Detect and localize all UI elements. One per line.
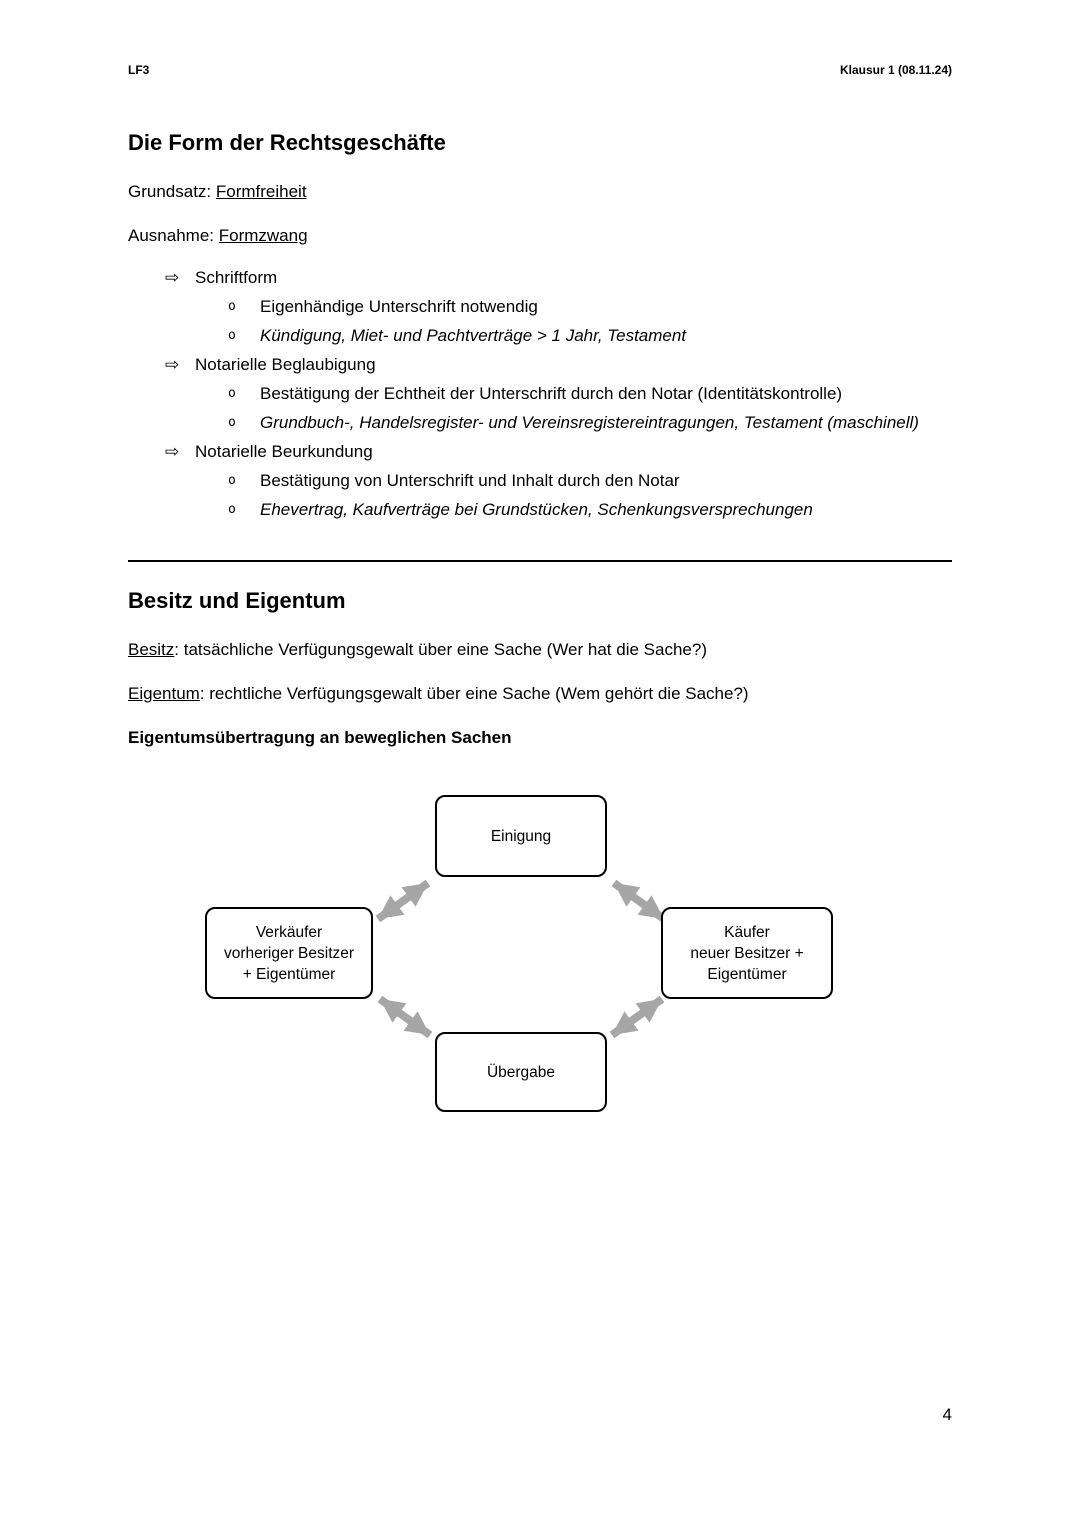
list-subitem: o Bestätigung der Echtheit der Unterschr…: [128, 379, 952, 408]
diagram-box-label: neuer Besitzer +: [690, 944, 804, 962]
diagram-box-uebergabe: Übergabe: [435, 1032, 607, 1112]
diagram-box-label: vorheriger Besitzer: [223, 944, 355, 962]
header-left-label: LF3: [128, 63, 150, 77]
list-subitem: o Grundbuch-, Handelsregister- und Verei…: [128, 408, 952, 437]
diagram-box-label: Verkäufer: [255, 923, 323, 941]
section-title-form: Die Form der Rechtsgeschäfte: [128, 130, 446, 155]
section-title-besitz: Besitz und Eigentum: [128, 588, 346, 613]
eigentum-line: Eigentum: rechtliche Verfügungsgewalt üb…: [128, 683, 952, 705]
list-subitem-text: Kündigung, Miet- und Pachtverträge > 1 J…: [260, 326, 687, 345]
diagram-box-label: + Eigentümer: [242, 965, 336, 983]
list-item-label: Notarielle Beglaubigung: [195, 355, 376, 374]
circle-bullet-icon: o: [228, 386, 236, 401]
list-item: ⇨ Schriftform: [128, 263, 952, 292]
list-subitem: o Kündigung, Miet- und Pachtverträge > 1…: [128, 321, 952, 350]
list-subitem: o Ehevertrag, Kaufverträge bei Grundstüc…: [128, 495, 952, 524]
diagram-box-label: Eigentümer: [707, 965, 787, 983]
circle-bullet-icon: o: [228, 415, 236, 430]
circle-bullet-icon: o: [228, 473, 236, 488]
arrow-bullet-icon: ⇨: [165, 442, 180, 461]
double-arrow-icon: [611, 879, 667, 923]
diagram-arrows: [375, 879, 667, 1039]
grundsatz-label: Grundsatz:: [128, 182, 216, 201]
list-subitem-text: Grundbuch-, Handelsregister- und Vereins…: [260, 413, 919, 432]
arrow-bullet-icon: ⇨: [165, 268, 180, 287]
besitz-text: : tatsächliche Verfügungsgewalt über ein…: [174, 640, 707, 659]
ausnahme-value: Formzwang: [218, 226, 308, 245]
ausnahme-line: Ausnahme: Formzwang: [128, 225, 952, 247]
list-item-label: Notarielle Beurkundung: [195, 442, 373, 461]
list-subitem: o Bestätigung von Unterschrift und Inhal…: [128, 466, 952, 495]
list-item: ⇨ Notarielle Beurkundung: [128, 437, 952, 466]
list-subitem-text: Bestätigung von Unterschrift und Inhalt …: [260, 471, 680, 490]
list-subitem-text: Eigenhändige Unterschrift notwendig: [260, 297, 538, 316]
besitz-subtitle: Eigentumsübertragung an beweglichen Sach…: [128, 728, 512, 747]
list-subitem: o Eigenhändige Unterschrift notwendig: [128, 292, 952, 321]
diagram-box-label: Käufer: [724, 923, 770, 941]
double-arrow-icon: [609, 995, 665, 1039]
list-item-label: Schriftform: [195, 268, 278, 287]
double-arrow-icon: [377, 995, 433, 1039]
eigentum-text: : rechtliche Verfügungsgewalt über eine …: [199, 684, 749, 703]
circle-bullet-icon: o: [228, 299, 236, 314]
double-arrow-icon: [375, 879, 431, 923]
diagram-box-kaeufer: Käufer neuer Besitzer + Eigentümer: [661, 907, 833, 999]
page-header: LF3 Klausur 1 (08.11.24): [128, 62, 952, 78]
diagram-box-verkaeufer: Verkäufer vorheriger Besitzer + Eigentüm…: [205, 907, 373, 999]
diagram-box-label: Einigung: [490, 827, 552, 845]
circle-bullet-icon: o: [228, 502, 236, 517]
header-right-label: Klausur 1 (08.11.24): [839, 63, 952, 77]
list-item: ⇨ Notarielle Beglaubigung: [128, 350, 952, 379]
diagram-box-label: Übergabe: [486, 1063, 556, 1081]
page-number: 4: [942, 1405, 952, 1424]
page-content: LF3 Klausur 1 (08.11.24) Die Form der Re…: [128, 62, 952, 1130]
arrow-bullet-icon: ⇨: [165, 355, 180, 374]
list-subitem-text: Bestätigung der Echtheit der Unterschrif…: [260, 384, 843, 403]
list-subitem-text: Ehevertrag, Kaufverträge bei Grundstücke…: [260, 500, 813, 519]
besitz-term: Besitz: [128, 640, 175, 659]
form-list: ⇨ Schriftform o Eigenhändige Unterschrif…: [128, 263, 952, 524]
diagram-box-einigung: Einigung: [435, 795, 607, 877]
grundsatz-value: Formfreiheit: [215, 182, 307, 201]
eigentum-term: Eigentum: [128, 684, 200, 703]
section-divider: [128, 560, 952, 562]
ownership-transfer-diagram: Einigung Verkäufer vorheriger Besitzer +…: [128, 795, 952, 1130]
besitz-line: Besitz: tatsächliche Verfügungsgewalt üb…: [128, 639, 952, 661]
ausnahme-label: Ausnahme:: [128, 226, 219, 245]
grundsatz-line: Grundsatz: Formfreiheit: [128, 181, 952, 203]
circle-bullet-icon: o: [228, 328, 236, 343]
